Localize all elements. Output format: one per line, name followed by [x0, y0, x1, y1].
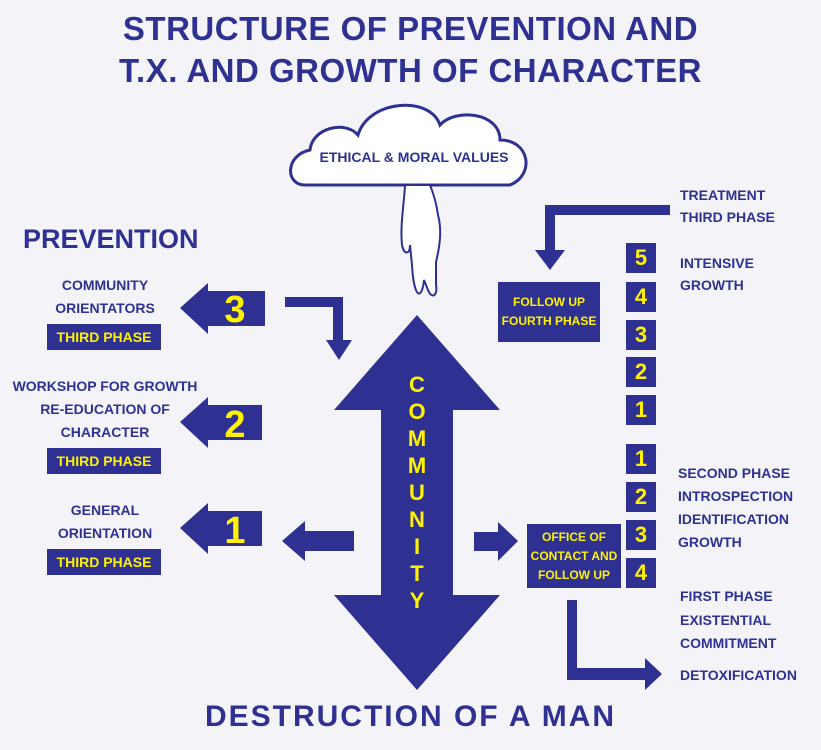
intensive-step-4: 4	[626, 282, 656, 312]
community-letter-3: M	[407, 426, 427, 451]
destruction-label: DESTRUCTION OF A MAN	[204, 700, 617, 733]
prevention-2-label-2: RE-EDUCATION OF	[40, 401, 170, 417]
prevention-3-label-2: ORIENTATORS	[55, 300, 155, 316]
community-letter-4: M	[407, 453, 427, 478]
bent-arrow-to-community	[285, 297, 352, 360]
prevention-3-phase: THIRD PHASE	[47, 324, 161, 350]
treatment-label-2: THIRD PHASE	[680, 209, 775, 225]
intensive-step-5: 5	[626, 243, 656, 273]
second-phase-1: SECOND PHASE	[678, 465, 791, 481]
intensive-step-2: 2	[626, 357, 656, 387]
prevention-arrow-2	[180, 397, 262, 448]
second-phase-4: GROWTH	[678, 534, 742, 550]
intensive-step-3: 3	[626, 320, 656, 350]
prevention-3-label-1: COMMUNITY	[61, 277, 149, 293]
follow-up-box: FOLLOW UP FOURTH PHASE	[498, 282, 600, 342]
office-to-detox-arrow	[567, 600, 662, 690]
office-line-1: OFFICE OF	[542, 529, 606, 544]
office-line-3: FOLLOW UP	[538, 567, 610, 582]
office-line-2: CONTACT AND	[530, 548, 618, 563]
prevention-2-label-3: CHARACTER	[60, 424, 150, 440]
community-letter-6: N	[409, 507, 425, 532]
community-letter-5: U	[409, 480, 425, 505]
community-arrow	[334, 315, 500, 690]
second-phase-step-3: 3	[626, 520, 656, 550]
cloud-icon	[289, 103, 528, 187]
community-letter-7: I	[413, 534, 421, 559]
prevention-number-2: 2	[224, 404, 245, 446]
hand-icon	[400, 184, 442, 297]
second-phase-step-4: 4	[626, 558, 656, 588]
intensive-label-2: GROWTH	[680, 277, 744, 293]
community-letter-8: T	[410, 561, 424, 586]
prevention-arrow-3	[180, 283, 265, 334]
treatment-to-followup-arrow	[535, 205, 670, 270]
prevention-1-label-2: ORIENTATION	[57, 525, 153, 541]
prevention-1-label-1: GENERAL	[70, 502, 140, 518]
prevention-number-3: 3	[224, 289, 245, 331]
first-phase-2: EXISTENTIAL	[680, 612, 772, 628]
intensive-label-1: INTENSIVE	[680, 255, 754, 271]
title-line-1: STRUCTURE OF PREVENTION AND	[122, 10, 699, 47]
community-left-arrow	[282, 521, 354, 561]
prevention-1-phase: THIRD PHASE	[47, 549, 161, 575]
prevention-heading: PREVENTION	[23, 224, 199, 254]
prevention-2-phase: THIRD PHASE	[47, 448, 161, 474]
community-letter-9: Y	[409, 588, 425, 613]
cloud-label: ETHICAL & MORAL VALUES	[319, 149, 509, 165]
follow-up-line-2: FOURTH PHASE	[501, 314, 597, 328]
intensive-step-1: 1	[626, 395, 656, 425]
treatment-label-1: TREATMENT	[680, 187, 766, 203]
prevention-2-label-1: WORKSHOP FOR GROWTH	[12, 378, 198, 394]
first-phase-3: COMMITMENT	[680, 635, 777, 651]
second-phase-step-2: 2	[626, 482, 656, 512]
first-phase-1: FIRST PHASE	[680, 588, 773, 604]
community-letter-1: C	[409, 372, 425, 397]
second-phase-2: INTROSPECTION	[678, 488, 794, 504]
community-right-arrow	[474, 522, 518, 561]
prevention-arrow-1	[180, 503, 262, 554]
detox-label: DETOXIFICATION	[680, 667, 797, 683]
title-line-2: T.X. AND GROWTH OF CHARACTER	[119, 52, 702, 89]
follow-up-line-1: FOLLOW UP	[513, 295, 585, 309]
community-letter-2: O	[408, 399, 426, 424]
second-phase-3: IDENTIFICATION	[678, 511, 789, 527]
second-phase-step-1: 1	[626, 444, 656, 474]
prevention-number-1: 1	[224, 510, 245, 552]
office-box: OFFICE OF CONTACT AND FOLLOW UP	[527, 524, 621, 588]
